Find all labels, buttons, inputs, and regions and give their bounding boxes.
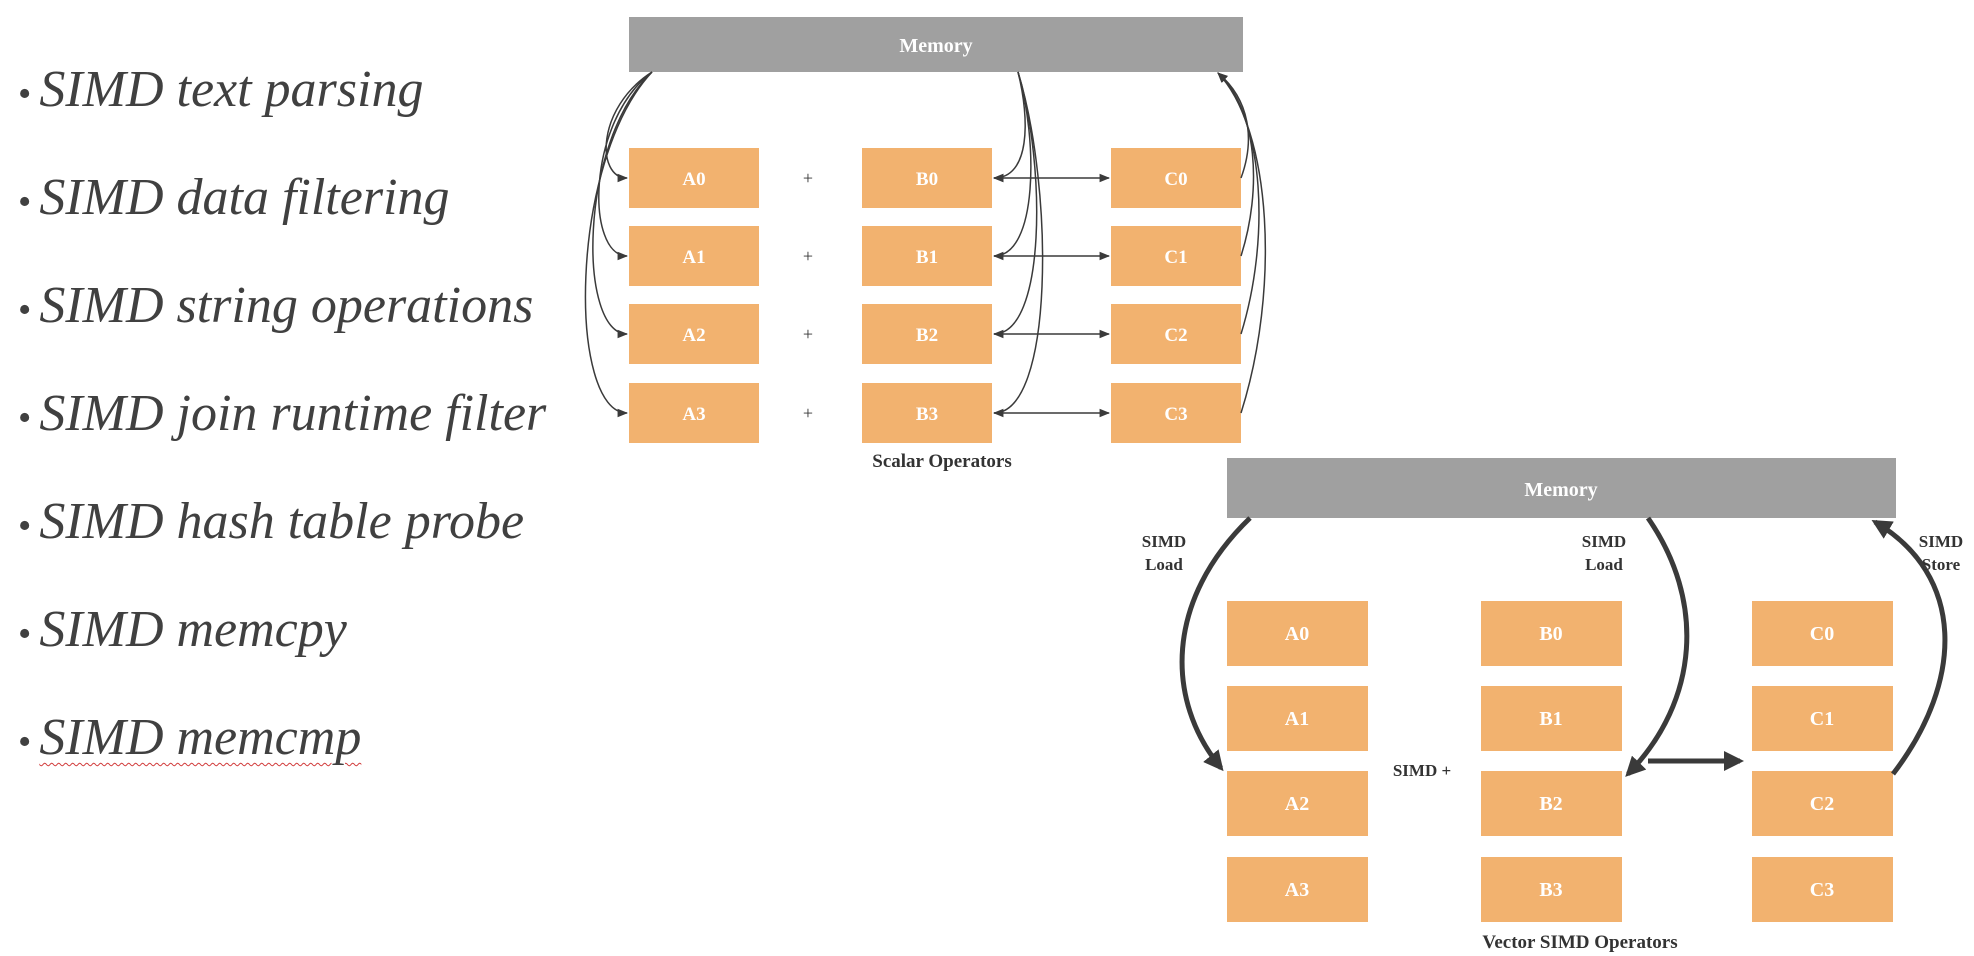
scalar-c3-label: C3 — [1164, 404, 1187, 425]
vector-store-c-arrow — [1871, 519, 1948, 776]
scalar-register-b3 — [862, 383, 992, 443]
vector-load-a-label-1: SIMD — [1142, 532, 1186, 551]
vector-op-label: SIMD + — [1393, 761, 1451, 780]
vector-load-a-label-2: Load — [1145, 555, 1183, 574]
bullet-item: •SIMD memcmp — [18, 708, 546, 816]
scalar-load-b-arrows — [992, 71, 1044, 418]
vector-a1-label: A1 — [1285, 708, 1309, 730]
scalar-register-c3 — [1111, 383, 1241, 443]
vector-register-c0 — [1752, 601, 1893, 666]
scalar-register-b0 — [862, 148, 992, 208]
bullet-text: SIMD string operations — [39, 277, 534, 334]
bullet-list: •SIMD text parsing •SIMD data filtering … — [18, 60, 546, 816]
vector-load-b-label-2: Load — [1585, 555, 1623, 574]
scalar-b1-label: B1 — [916, 247, 938, 268]
bullet-text: SIMD join runtime filter — [39, 385, 547, 442]
vector-c1-label: C1 — [1810, 708, 1834, 730]
bullet-item: •SIMD join runtime filter — [18, 384, 546, 492]
scalar-caption: Scalar Operators — [872, 451, 1012, 472]
vector-load-a-arrow — [1179, 516, 1252, 772]
vector-memory-label: Memory — [1524, 479, 1597, 501]
bullet-text: SIMD data filtering — [39, 169, 450, 226]
scalar-memory-label: Memory — [899, 35, 972, 57]
vector-arrows — [1179, 516, 1948, 777]
vector-memory-bar — [1227, 458, 1896, 518]
scalar-b2-label: B2 — [916, 325, 938, 346]
scalar-b3-label: B3 — [916, 404, 938, 425]
bullet-text: SIMD memcmp — [39, 709, 362, 766]
bullet-glyph: • — [18, 73, 32, 115]
scalar-register-b2 — [862, 304, 992, 364]
scalar-a1-label: A1 — [682, 247, 705, 268]
scalar-register-a0 — [629, 148, 759, 208]
scalar-a2-label: A2 — [682, 325, 705, 346]
scalar-compute-arrows — [992, 173, 1111, 418]
bullet-glyph: • — [18, 397, 32, 439]
vector-b3-label: B3 — [1539, 879, 1562, 901]
bullet-glyph: • — [18, 505, 32, 547]
vector-register-c2 — [1752, 771, 1893, 836]
scalar-a3-label: A3 — [682, 404, 705, 425]
vector-diagram: Memory A0 A1 A2 A3 B0 B1 B2 B3 C0 C1 C2 … — [1142, 458, 1963, 953]
vector-load-b-arrow — [1625, 516, 1690, 777]
bullet-text: SIMD memcpy — [39, 601, 347, 658]
bullet-item: •SIMD data filtering — [18, 168, 546, 276]
bullet-glyph: • — [18, 613, 32, 655]
vector-load-b-label-1: SIMD — [1582, 532, 1626, 551]
scalar-plus-0: + — [803, 168, 813, 188]
vector-register-a1 — [1227, 686, 1368, 751]
vector-b0-label: B0 — [1539, 623, 1562, 645]
vector-register-a2 — [1227, 771, 1368, 836]
scalar-load-a-arrows — [584, 71, 653, 418]
bullet-item: •SIMD string operations — [18, 276, 546, 384]
scalar-plus-3: + — [803, 403, 813, 423]
vector-a0-label: A0 — [1285, 623, 1309, 645]
vector-c0-label: C0 — [1810, 623, 1834, 645]
bullet-glyph: • — [18, 289, 32, 331]
vector-register-a3 — [1227, 857, 1368, 922]
vector-register-b0 — [1481, 601, 1622, 666]
scalar-b0-label: B0 — [916, 169, 938, 190]
vector-register-b1 — [1481, 686, 1622, 751]
scalar-memory-bar — [629, 17, 1243, 72]
scalar-register-a3 — [629, 383, 759, 443]
scalar-c1-label: C1 — [1164, 247, 1187, 268]
vector-a3-label: A3 — [1285, 879, 1309, 901]
scalar-plus-2: + — [803, 324, 813, 344]
scalar-store-arrows — [1217, 72, 1267, 414]
bullet-item: •SIMD text parsing — [18, 60, 546, 168]
vector-b2-label: B2 — [1539, 793, 1562, 815]
scalar-register-c2 — [1111, 304, 1241, 364]
scalar-register-c1 — [1111, 226, 1241, 286]
vector-caption: Vector SIMD Operators — [1482, 932, 1677, 953]
scalar-a0-label: A0 — [682, 169, 705, 190]
vector-register-b2 — [1481, 771, 1622, 836]
scalar-c2-label: C2 — [1164, 325, 1187, 346]
scalar-register-a2 — [629, 304, 759, 364]
bullet-glyph: • — [18, 181, 32, 223]
bullet-item: •SIMD memcpy — [18, 600, 546, 708]
vector-register-c1 — [1752, 686, 1893, 751]
vector-a2-label: A2 — [1285, 793, 1309, 815]
vector-c3-label: C3 — [1810, 879, 1834, 901]
vector-register-b3 — [1481, 857, 1622, 922]
scalar-c0-label: C0 — [1164, 169, 1187, 190]
vector-c2-label: C2 — [1810, 793, 1834, 815]
vector-store-label-2: Store — [1922, 555, 1961, 574]
vector-register-c3 — [1752, 857, 1893, 922]
vector-store-label-1: SIMD — [1919, 532, 1963, 551]
scalar-register-b1 — [862, 226, 992, 286]
bullet-glyph: • — [18, 721, 32, 763]
scalar-register-c0 — [1111, 148, 1241, 208]
bullet-item: •SIMD hash table probe — [18, 492, 546, 600]
scalar-diagram: Memory A0 A1 A2 A3 + + + + B0 B1 B2 B3 C… — [584, 17, 1267, 472]
bullet-text: SIMD text parsing — [39, 61, 424, 118]
scalar-register-a1 — [629, 226, 759, 286]
scalar-plus-1: + — [803, 246, 813, 266]
bullet-text: SIMD hash table probe — [39, 493, 525, 550]
vector-b1-label: B1 — [1539, 708, 1562, 730]
vector-register-a0 — [1227, 601, 1368, 666]
